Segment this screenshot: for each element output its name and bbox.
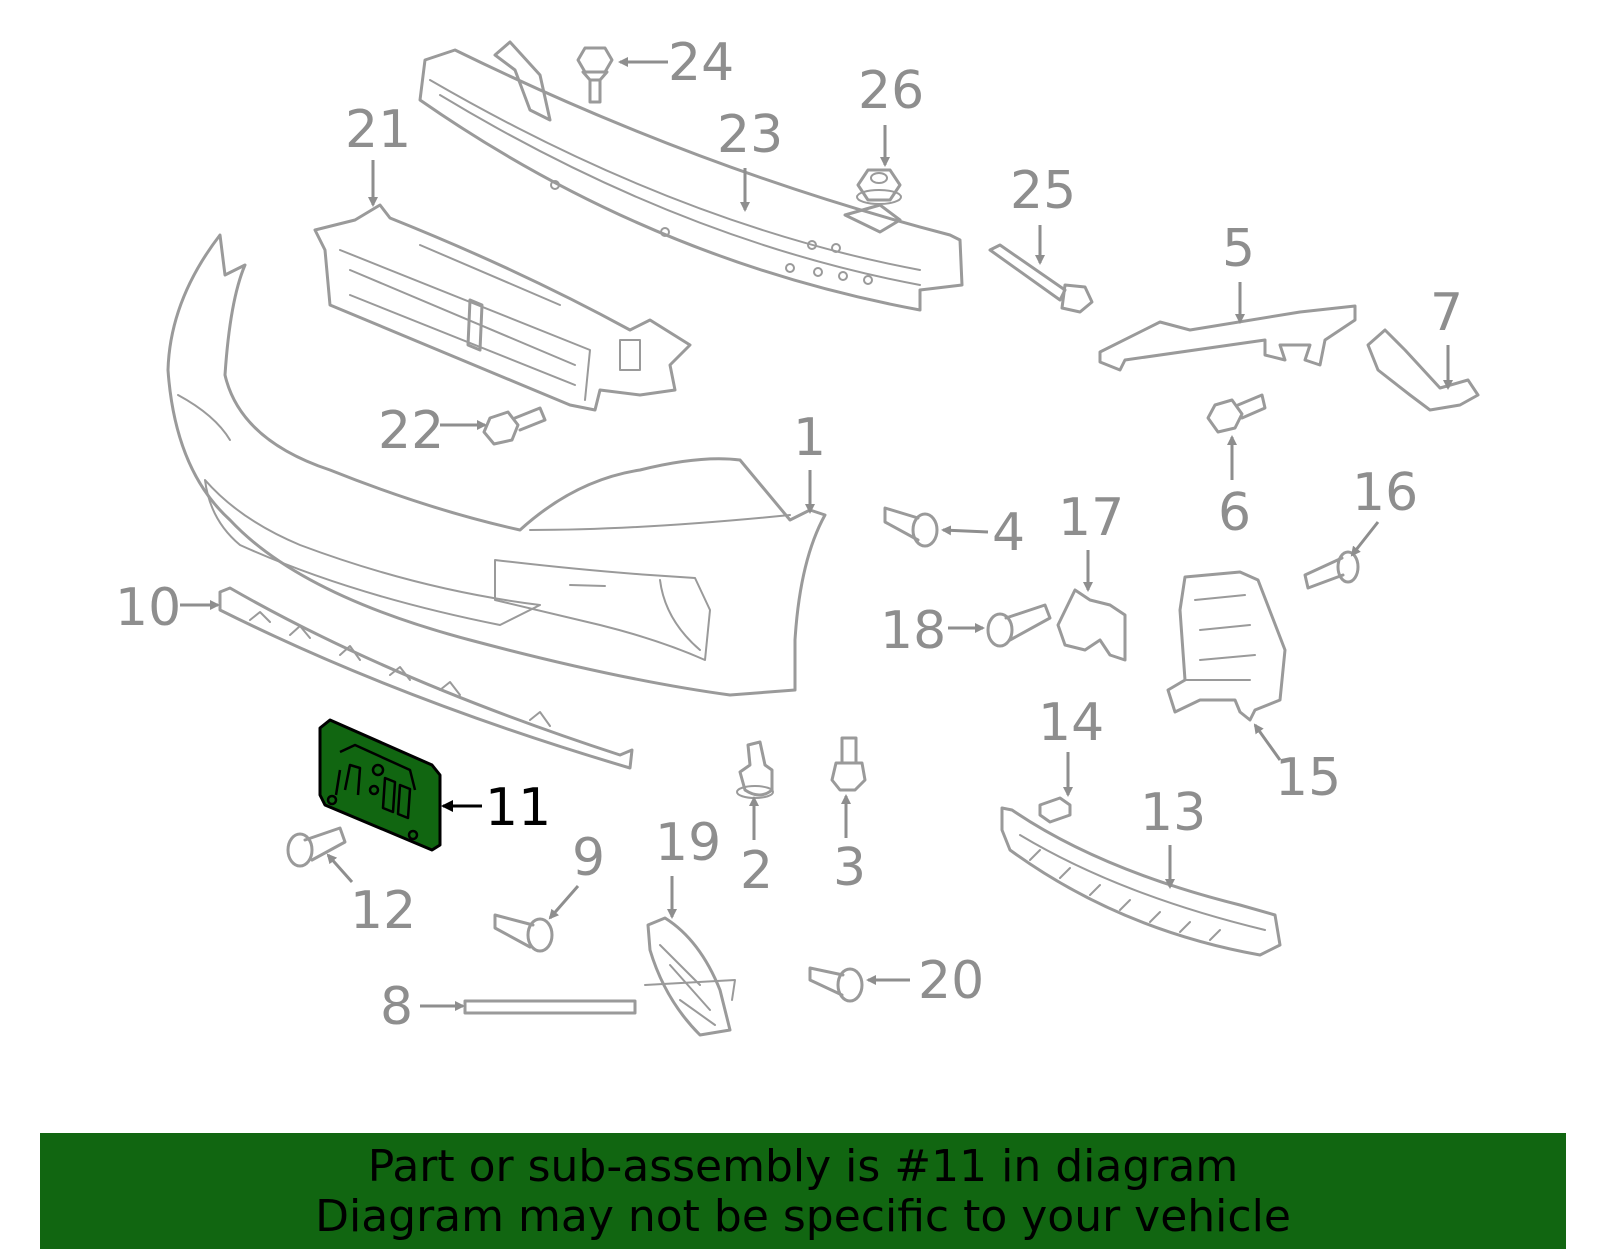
callout-16: 16 — [1352, 463, 1418, 523]
callout-2: 2 — [740, 841, 773, 901]
callout-8: 8 — [380, 977, 413, 1037]
callout-26: 26 — [858, 61, 924, 121]
part-24-bolt — [576, 46, 614, 104]
part-15-side-bracket — [1166, 570, 1287, 722]
callout-13: 13 — [1140, 783, 1206, 843]
part-6-bolt — [1206, 393, 1267, 434]
callout-24: 24 — [668, 33, 734, 93]
callout-12: 12 — [350, 881, 416, 941]
callout-3: 3 — [833, 838, 866, 898]
part-4-screw — [883, 506, 939, 548]
callout-17: 17 — [1058, 488, 1124, 548]
part-25-bolt — [988, 243, 1094, 314]
part-9-screw — [493, 913, 554, 953]
callout-20: 20 — [918, 951, 984, 1011]
part-8-strip — [463, 999, 637, 1015]
part-22-bolt — [482, 406, 547, 446]
part-7-bracket — [1366, 328, 1480, 412]
part-1-bumper-cover — [166, 233, 827, 697]
part-21-air-guide — [313, 203, 692, 412]
callout-labels: 24 26 23 21 25 5 7 22 1 4 6 16 17 18 10 … — [115, 33, 1463, 1037]
part-17-bracket — [1056, 588, 1127, 662]
callout-15: 15 — [1275, 748, 1341, 808]
part-12-screw — [286, 826, 347, 868]
callout-arrows — [180, 57, 1453, 1011]
part-19-fog-grille — [644, 916, 736, 1037]
callout-1: 1 — [793, 408, 826, 468]
part-18-screw — [986, 603, 1052, 648]
part-23-reinforcement-beam — [418, 40, 964, 312]
part-13-lower-grille — [1000, 806, 1282, 957]
callout-22: 22 — [378, 401, 444, 461]
part-26-nut — [856, 168, 902, 205]
banner-line-disclaimer: Diagram may not be specific to your vehi… — [315, 1191, 1291, 1242]
callout-10: 10 — [115, 578, 181, 638]
callout-21: 21 — [345, 100, 411, 160]
callout-11: 11 — [485, 778, 551, 838]
callout-25: 25 — [1010, 161, 1076, 221]
callout-6: 6 — [1218, 483, 1251, 543]
part-3-clip — [830, 736, 867, 792]
callout-5: 5 — [1222, 219, 1255, 279]
part-2-clip — [736, 740, 774, 799]
part-20-screw — [808, 966, 864, 1003]
callout-14: 14 — [1038, 693, 1104, 753]
callout-9: 9 — [572, 828, 605, 888]
callout-7: 7 — [1430, 283, 1463, 343]
callout-23: 23 — [717, 105, 783, 165]
banner-line-part: Part or sub-assembly is #11 in diagram — [367, 1141, 1239, 1192]
part-5-bracket — [1098, 304, 1357, 372]
part-16-screw — [1303, 550, 1360, 590]
part-14-clip — [1038, 796, 1072, 824]
callout-18: 18 — [880, 601, 946, 661]
info-banner: Part or sub-assembly is #11 in diagram D… — [40, 1133, 1566, 1249]
part-11-license-plate-bracket — [318, 718, 442, 852]
part-10-lower-molding — [218, 586, 634, 770]
callout-19: 19 — [655, 813, 721, 873]
callout-4: 4 — [992, 503, 1025, 563]
